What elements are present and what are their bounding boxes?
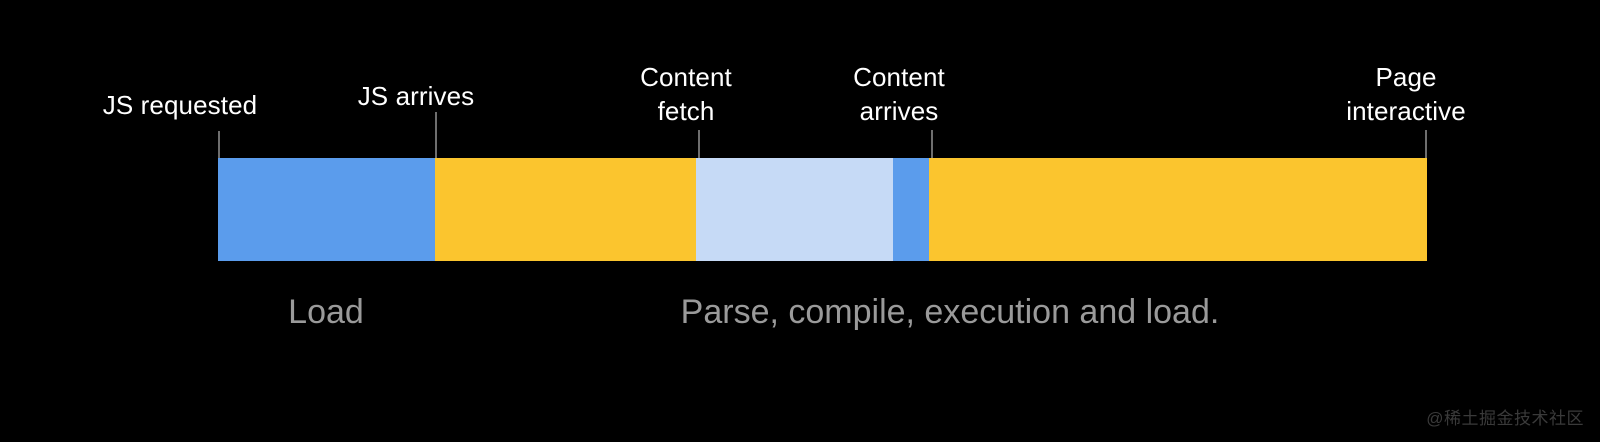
marker-label-content-fetch: Content fetch xyxy=(640,62,732,126)
segment-parse-compile-execute-2 xyxy=(929,158,1427,261)
phase-caption-parse-compile-execution-and-load: Parse, compile, execution and load. xyxy=(680,293,1220,331)
segment-content-receive xyxy=(893,158,929,261)
tick-content-arrives xyxy=(931,130,933,158)
marker-label-page-interactive: Page interactive xyxy=(1346,62,1466,126)
tick-content-fetch xyxy=(698,130,700,158)
tick-js-requested xyxy=(218,131,220,158)
tick-js-arrives xyxy=(435,112,437,158)
marker-label-js-arrives: JS arrives xyxy=(357,81,475,111)
segment-parse-compile-execute-1 xyxy=(435,158,696,261)
timeline-bar xyxy=(218,158,1427,261)
tick-page-interactive xyxy=(1425,130,1427,158)
segment-content-fetch-wait xyxy=(696,158,893,261)
marker-label-content-arrives: Content arrives xyxy=(853,62,945,126)
marker-label-js-requested: JS requested xyxy=(102,90,258,120)
segment-js-download xyxy=(218,158,435,261)
watermark: @稀土掘金技术社区 xyxy=(1426,409,1584,428)
phase-caption-load: Load xyxy=(288,293,364,331)
